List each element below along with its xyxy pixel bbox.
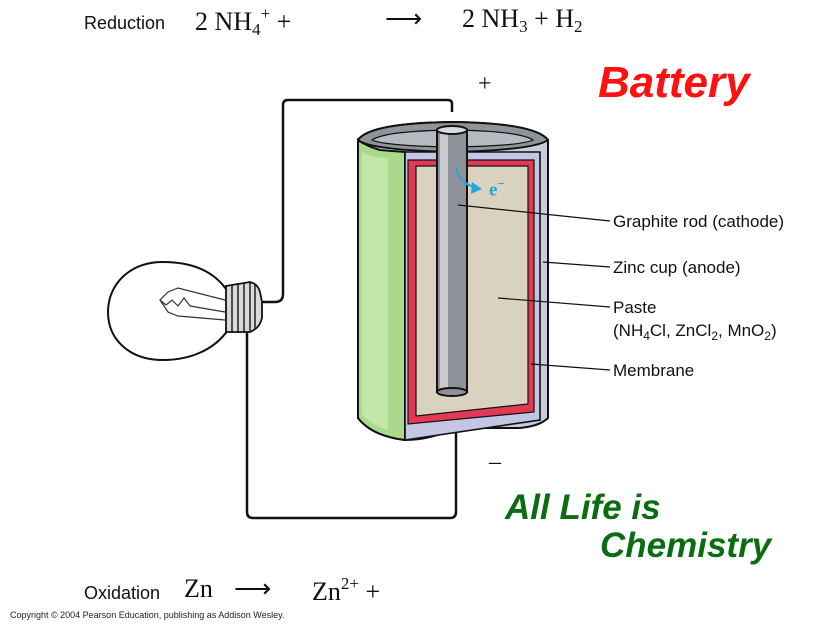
reduction-equation-right: 2 NH3 + H2: [462, 4, 583, 37]
oxidation-product: Zn2+ +: [312, 574, 380, 607]
slogan-line-1: All Life is: [505, 488, 661, 527]
coefficient-2: 2: [462, 4, 475, 33]
plus-sign-2: +: [534, 4, 549, 33]
electron-label: e−: [489, 176, 505, 201]
callout-paste-formula: (NH4Cl, ZnCl2, MnO2): [613, 321, 777, 343]
coefficient: 2: [195, 7, 208, 36]
formula-part: Cl, ZnCl: [649, 321, 712, 340]
formula-part: (NH: [613, 321, 644, 340]
hydrogen-symbol: H: [555, 4, 575, 33]
ammonia-subscript: 3: [519, 17, 528, 36]
ammonium-charge: +: [260, 4, 271, 23]
light-bulb: [106, 260, 263, 362]
electron-charge: −: [497, 176, 505, 191]
bulb-filament: [159, 287, 226, 321]
slogan-line-2: Chemistry: [600, 526, 772, 565]
ammonium-subscript: 4: [252, 20, 261, 39]
electron-flow-arrow: [454, 165, 482, 194]
positive-terminal-sign: +: [478, 71, 492, 97]
copyright-notice: Copyright © 2004 Pearson Education, publ…: [10, 610, 285, 620]
oxidation-label: Oxidation: [84, 583, 161, 603]
callout-paste: Paste: [613, 298, 657, 317]
oxidation-arrow: ⟶: [234, 574, 272, 603]
bulb-base: [225, 281, 263, 333]
callout-leaders: [457, 204, 611, 371]
formula-sub: 2: [711, 329, 718, 343]
electron-symbol: e: [489, 179, 498, 201]
callout-zinc-cup: Zinc cup (anode): [613, 258, 741, 277]
hydrogen-subscript: 2: [574, 17, 583, 36]
formula-part: ): [770, 321, 777, 340]
plus-sign-3: +: [365, 577, 381, 606]
zinc-ion-charge: 2+: [340, 574, 359, 593]
reduction-arrow: ⟶: [385, 4, 423, 33]
battery-cell: [356, 120, 550, 442]
oxidation-reactant: Zn: [184, 574, 213, 603]
ammonium-symbol: NH: [214, 7, 253, 36]
plus-sign: +: [276, 7, 292, 36]
battery-title: Battery: [598, 58, 750, 107]
circuit-wire: [245, 98, 458, 520]
formula-sub: 2: [764, 329, 771, 343]
graphite-rod: [436, 125, 468, 397]
ammonia-symbol: NH: [481, 4, 520, 33]
negative-terminal-sign: –: [489, 449, 501, 475]
callout-graphite-rod: Graphite rod (cathode): [613, 212, 785, 231]
reduction-label: Reduction: [84, 13, 166, 33]
callout-membrane: Membrane: [613, 361, 695, 380]
zinc-ion-symbol: Zn: [312, 577, 341, 606]
formula-sub: 4: [643, 329, 650, 343]
formula-part: , MnO: [718, 321, 765, 340]
reduction-equation-left: 2 NH4+ +: [195, 4, 291, 40]
